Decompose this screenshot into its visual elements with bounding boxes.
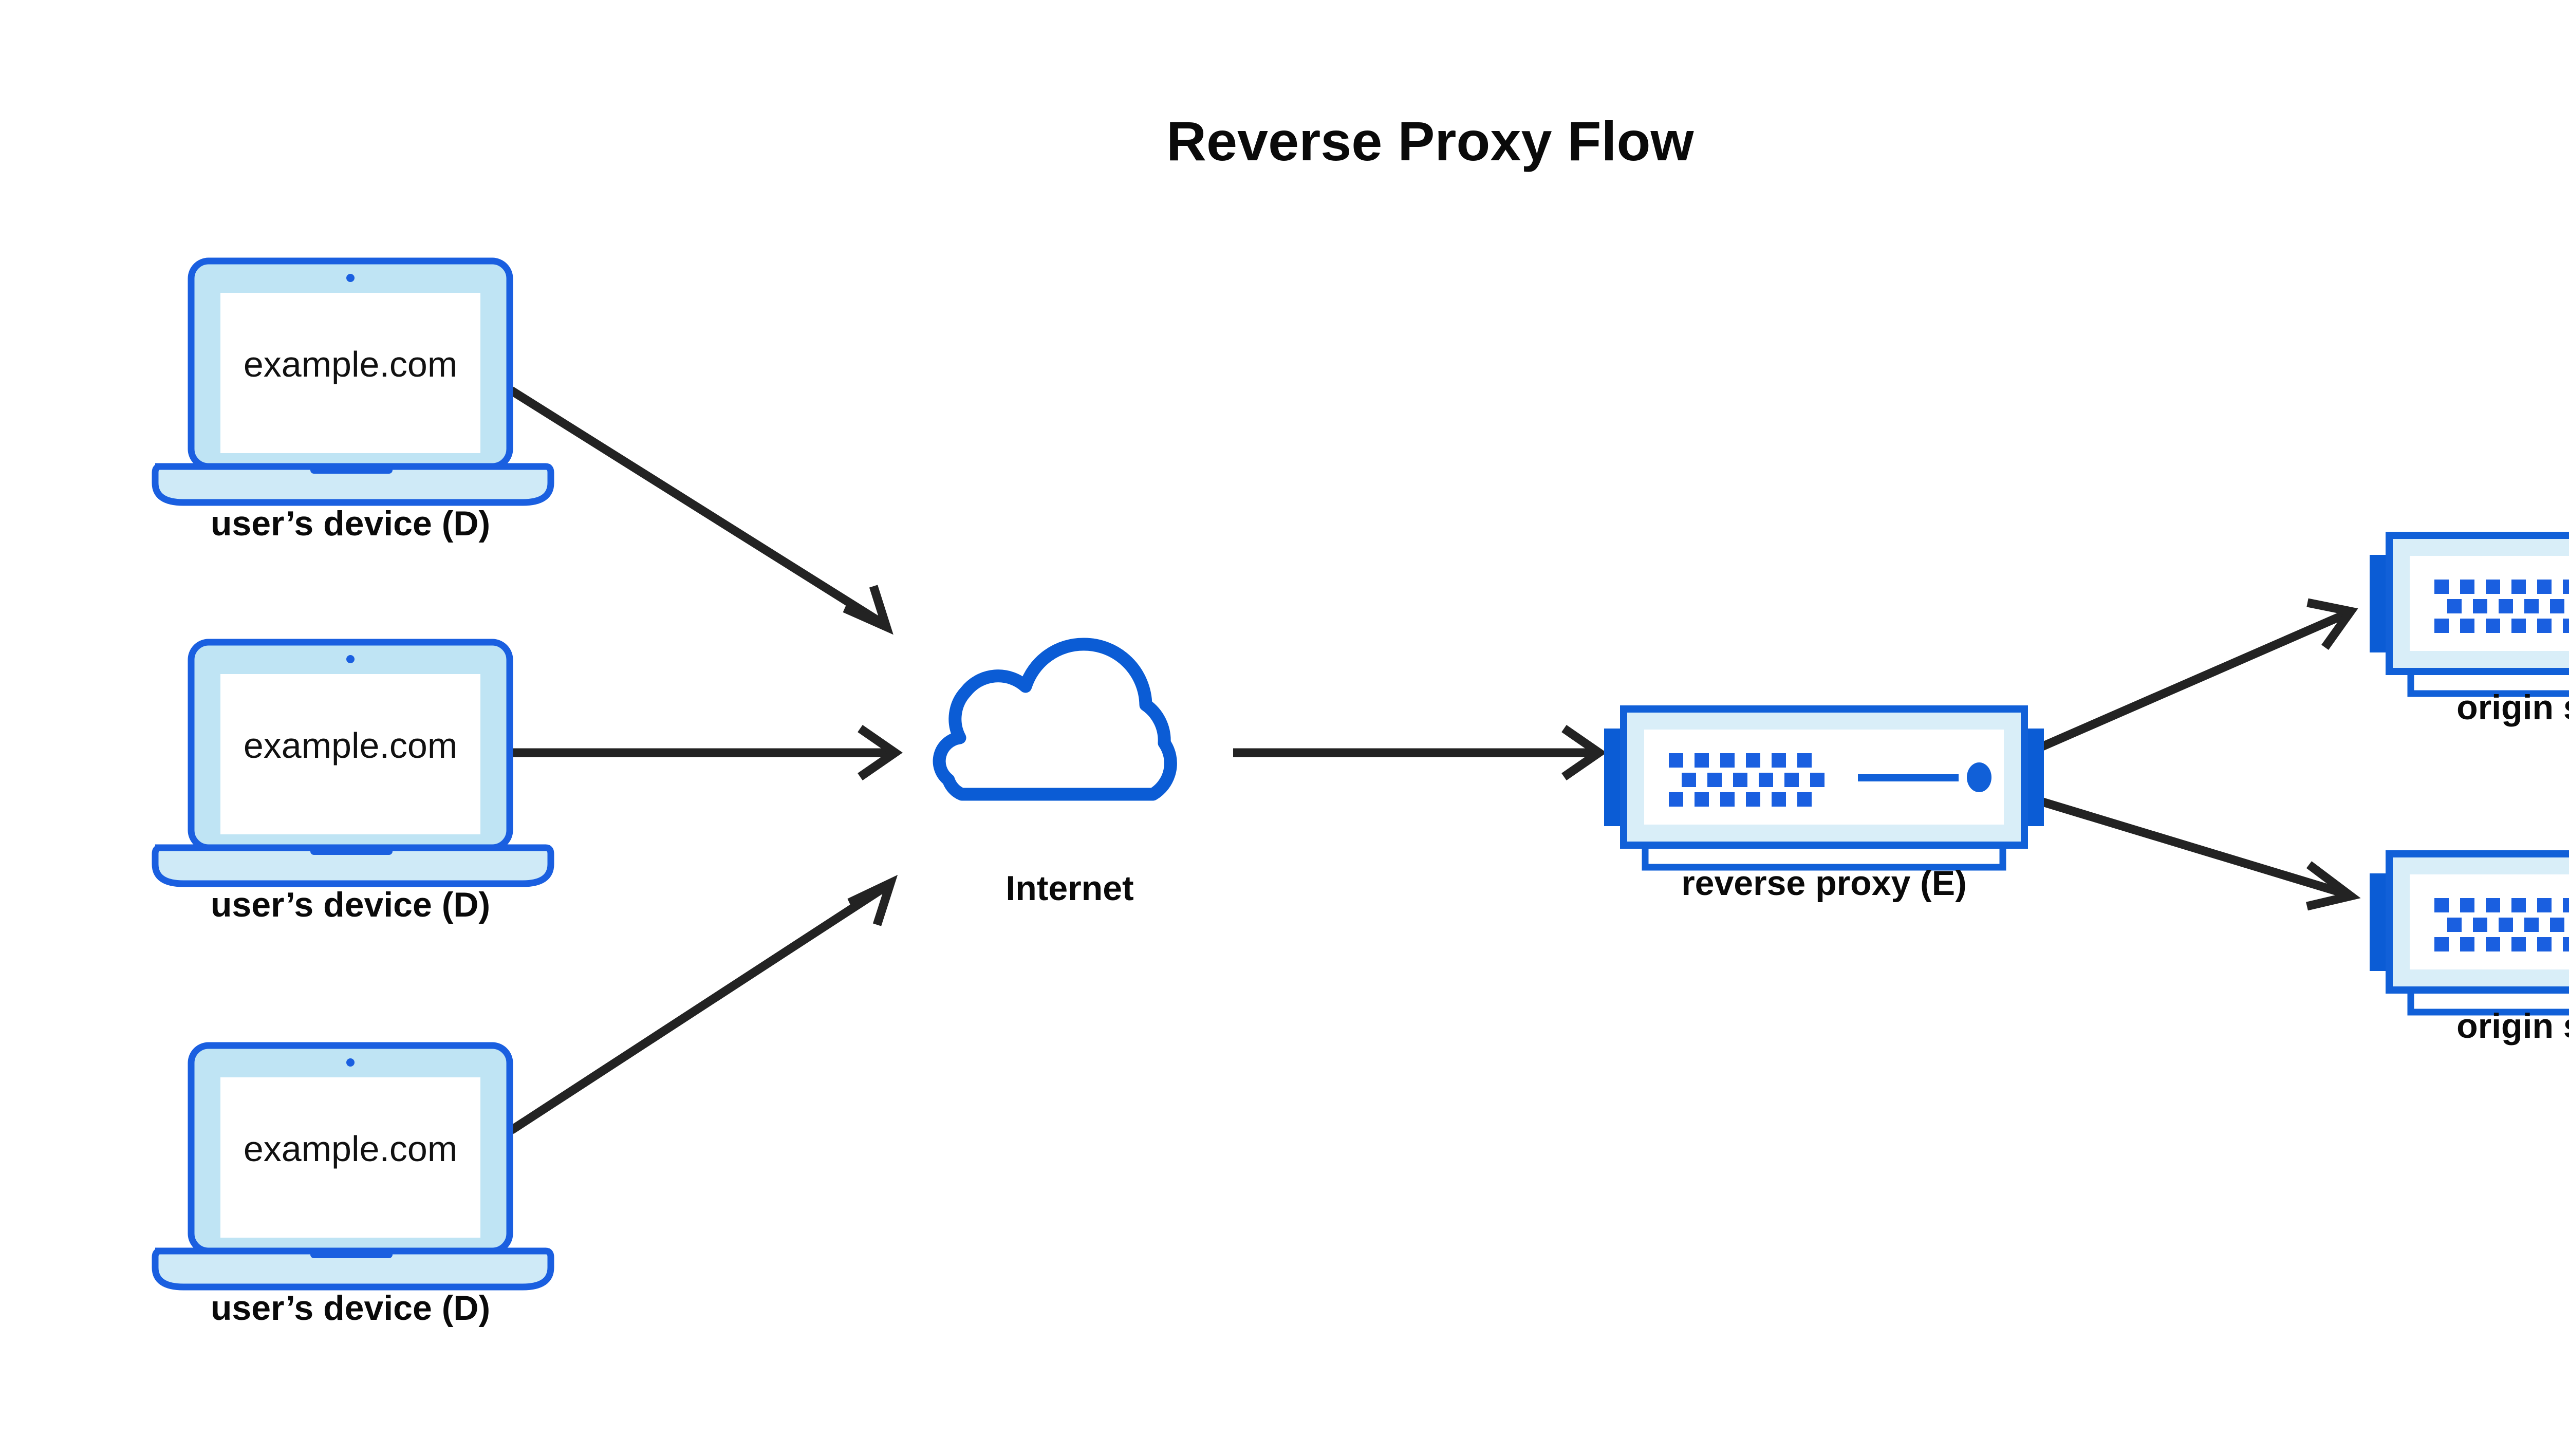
- internet-label: Internet: [1006, 869, 1133, 908]
- edge-client2-to-internet: [511, 725, 903, 780]
- client-3-label: user’s device (D): [211, 1289, 490, 1328]
- edge-internet-to-proxy: [1233, 725, 1607, 780]
- client-1-label: user’s device (D): [211, 504, 490, 543]
- node-origin-1[interactable]: origin server (F): [2370, 535, 2569, 727]
- client-2-label: user’s device (D): [211, 885, 490, 924]
- node-client-2[interactable]: example.com user’s device (D): [155, 642, 551, 924]
- server-icon: [2370, 535, 2569, 694]
- node-client-1[interactable]: example.com user’s device (D): [155, 261, 551, 543]
- node-internet[interactable]: Internet: [939, 644, 1170, 908]
- client-3-screen-text: example.com: [244, 1129, 457, 1169]
- origin-1-label: origin server (F): [2456, 688, 2569, 727]
- server-icon: [1604, 709, 2044, 867]
- edge-client1-to-internet: [509, 386, 893, 635]
- reverse-proxy-label: reverse proxy (E): [1681, 864, 1967, 903]
- node-reverse-proxy[interactable]: reverse proxy (E): [1604, 709, 2044, 903]
- origin-2-label: origin server (F): [2456, 1006, 2569, 1046]
- client-2-screen-text: example.com: [244, 725, 457, 766]
- edge-client3-to-internet: [509, 874, 898, 1134]
- page-title: Reverse Proxy Flow: [1166, 110, 1694, 172]
- node-origin-2[interactable]: origin server (F): [2370, 854, 2569, 1046]
- client-1-screen-text: example.com: [244, 344, 457, 384]
- server-icon: [2370, 854, 2569, 1012]
- cloud-icon: [939, 644, 1170, 794]
- edge-proxy-to-origin2: [1997, 784, 2361, 911]
- edge-proxy-to-origin1: [1997, 598, 2358, 770]
- node-client-3[interactable]: example.com user’s device (D): [155, 1046, 551, 1328]
- edge-layer: [509, 386, 2361, 1134]
